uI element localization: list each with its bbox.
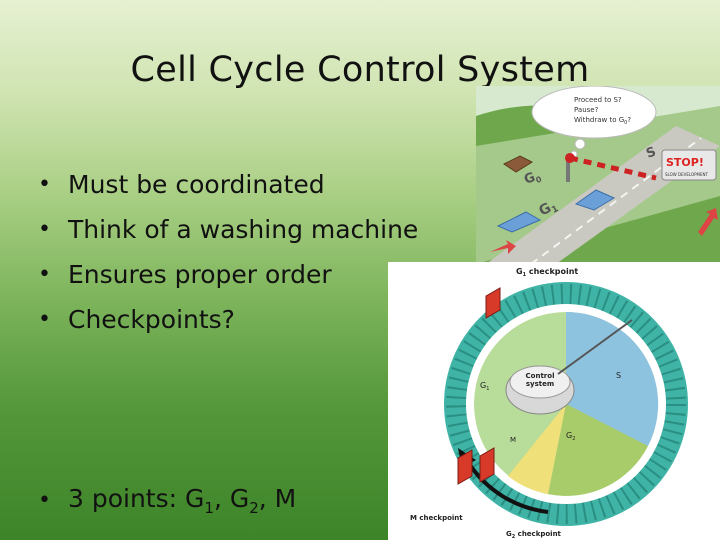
bullet-item: • Think of a washing machine <box>38 207 418 252</box>
road-illustration: Proceed to S? Pause? Withdraw to G0? STO… <box>476 86 720 264</box>
summary-bullet: • 3 points: G1, G2, M <box>38 484 296 517</box>
m-checkpoint-label: M checkpoint <box>410 514 463 522</box>
bullet-dot: • <box>38 262 51 287</box>
cell-shape <box>574 189 616 211</box>
arrow-icon <box>490 240 516 254</box>
g2-checkpoint-label: G2 checkpoint <box>506 530 562 540</box>
control-system-label: system <box>526 380 554 388</box>
bullet-text: Ensures proper order <box>68 260 332 289</box>
phase-g2-sector <box>548 404 648 496</box>
slide-title: Cell Cycle Control System <box>130 50 590 90</box>
bullet-dot: • <box>38 307 51 332</box>
stop-sign-text: STOP! <box>666 156 704 169</box>
bullet-text: Checkpoints? <box>68 305 235 334</box>
barrier-light <box>565 153 575 163</box>
arrow-icon <box>698 208 718 236</box>
thought-line: Pause? <box>574 106 599 114</box>
stop-sign-subtext: SLOW DEVELOPMENT <box>665 172 708 177</box>
phase-g2-label: G2 <box>566 431 575 442</box>
bullet-dot: • <box>38 172 51 197</box>
phase-g1-label: G1 <box>480 381 489 392</box>
bullet-list: • Must be coordinated • Think of a washi… <box>38 162 418 342</box>
bullet-item: • Checkpoints? <box>38 297 418 342</box>
bullet-dot: • <box>38 217 51 242</box>
control-pointer <box>557 319 633 375</box>
thought-line: Withdraw to G0? <box>574 116 631 126</box>
phase-m-sector <box>508 404 566 494</box>
bullet-text: Think of a washing machine <box>68 215 419 244</box>
phase-m-label: M <box>510 436 516 444</box>
cycle-arrow <box>466 460 549 514</box>
bullet-item: • Must be coordinated <box>38 162 418 207</box>
bullet-text: Must be coordinated <box>68 170 325 199</box>
g2-checkpoint-gate <box>479 447 495 483</box>
g1-checkpoint-label: G1 checkpoint <box>516 267 578 278</box>
cell-shape <box>503 155 534 173</box>
bullet-item: • Ensures proper order <box>38 252 418 297</box>
outer-ring-ticks <box>446 284 686 524</box>
phase-s-sector <box>566 311 659 446</box>
m-checkpoint-gate <box>457 449 473 485</box>
stop-sign <box>661 149 717 181</box>
summary-text: 3 points: G1, G2, M <box>68 484 297 517</box>
thought-line: Proceed to S? <box>574 96 622 104</box>
bullet-dot: • <box>38 488 51 513</box>
control-system-label: Control <box>526 372 555 380</box>
cell-shape <box>496 211 542 233</box>
road-label-g0: G0 <box>522 168 543 189</box>
cycle-diagram: G1 checkpoint Control system G1 S G2 M M… <box>388 262 720 540</box>
g1-checkpoint-gate <box>485 287 501 319</box>
barrier-post <box>566 154 570 182</box>
phase-s-label: S <box>616 371 621 380</box>
